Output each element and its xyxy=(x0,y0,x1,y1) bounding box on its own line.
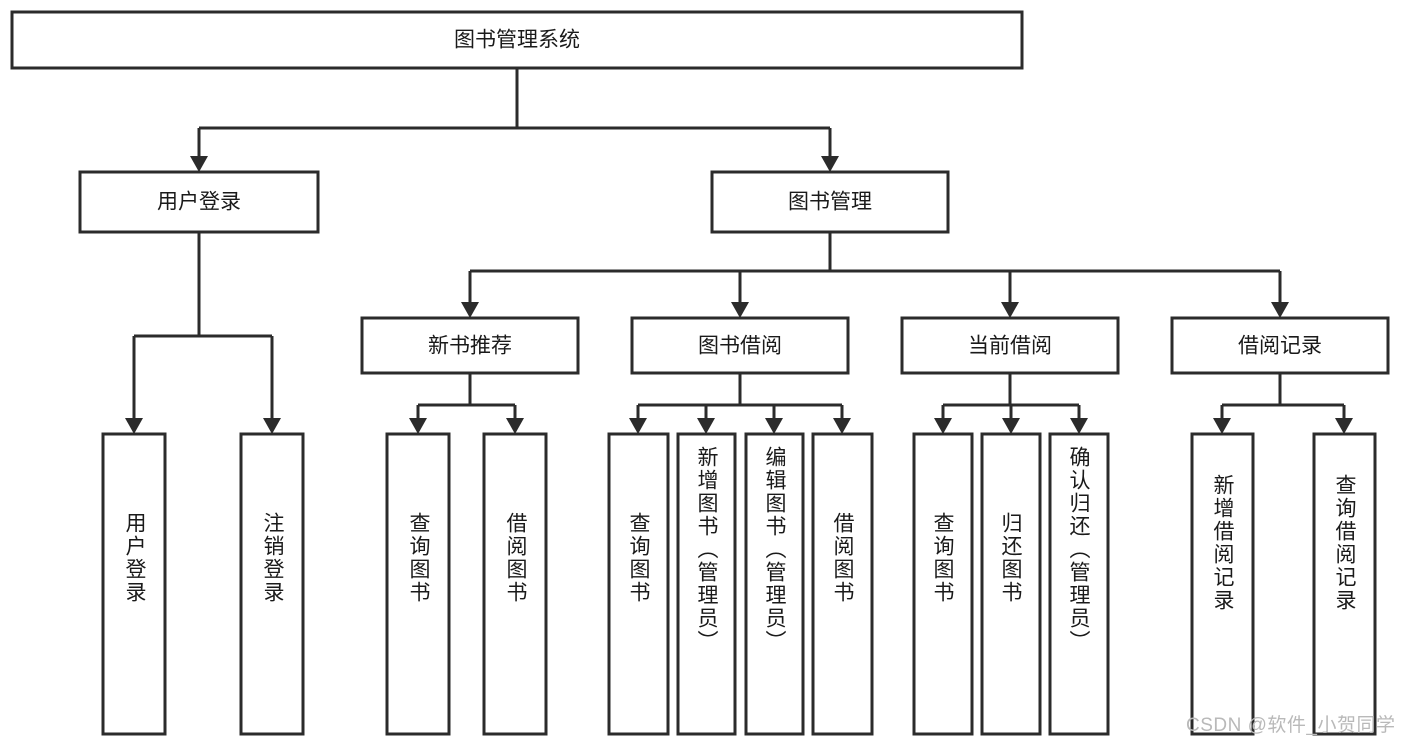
arrow-head-user-login xyxy=(190,156,208,172)
arrow-head-leaf-edit-book-admin xyxy=(765,418,783,434)
node-user-login-label: 用户登录 xyxy=(157,191,241,214)
leaf-user-login-box[interactable] xyxy=(101,432,167,736)
connector-group-book-borrow xyxy=(629,373,851,434)
leaf-query-borrow-record-box[interactable] xyxy=(1312,432,1377,736)
arrow-head-book-management xyxy=(821,156,839,172)
connector-group-user-login xyxy=(125,232,281,434)
node-root-box[interactable] xyxy=(10,10,1024,70)
arrow-head-leaf-borrow-book-rec xyxy=(506,418,524,434)
leaf-query-book-current-box[interactable] xyxy=(912,432,974,736)
leaf-confirm-return-admin-box[interactable] xyxy=(1048,432,1110,736)
node-book-management-label: 图书管理 xyxy=(788,191,872,214)
arrow-head-leaf-query-book-rec xyxy=(409,418,427,434)
arrow-head-leaf-query-book-borrow xyxy=(629,418,647,434)
node-book-management[interactable]: 图书管理 xyxy=(710,170,950,234)
arrow-head-borrow-record xyxy=(1271,302,1289,318)
arrow-head-leaf-add-borrow-record xyxy=(1213,418,1231,434)
arrow-head-current-borrow xyxy=(1001,302,1019,318)
connector-group-current-borrow xyxy=(934,373,1088,434)
node-borrow-record-label: 借阅记录 xyxy=(1238,335,1322,358)
arrow-head-leaf-user-login xyxy=(125,418,143,434)
arrow-head-leaf-query-borrow-record xyxy=(1335,418,1353,434)
leaf-return-book-box[interactable] xyxy=(980,432,1042,736)
node-borrow-record[interactable]: 借阅记录 xyxy=(1170,316,1390,375)
arrow-head-leaf-return-book xyxy=(1002,418,1020,434)
leaf-query-book-borrow-box[interactable] xyxy=(607,432,670,736)
node-user-login[interactable]: 用户登录 xyxy=(78,170,320,234)
arrow-head-leaf-borrow-book xyxy=(833,418,851,434)
csdn-watermark: CSDN @软件_小贺同学 xyxy=(1186,715,1396,736)
node-user-login-box[interactable] xyxy=(78,170,320,234)
node-book-borrow[interactable]: 图书借阅 xyxy=(630,316,850,375)
arrow-head-leaf-confirm-return-admin xyxy=(1070,418,1088,434)
leaf-logout-box[interactable] xyxy=(239,432,305,736)
arrow-head-leaf-query-book-current xyxy=(934,418,952,434)
node-book-management-box[interactable] xyxy=(710,170,950,234)
node-new-book-recommend-label: 新书推荐 xyxy=(428,335,512,358)
leaf-add-book-admin-box[interactable] xyxy=(676,432,737,736)
leaf-edit-book-admin-box[interactable] xyxy=(744,432,805,736)
node-new-book-recommend-box[interactable] xyxy=(360,316,580,375)
node-current-borrow-box[interactable] xyxy=(900,316,1120,375)
arrow-head-leaf-logout xyxy=(263,418,281,434)
connector-group-root xyxy=(190,68,839,172)
leaf-boxes xyxy=(101,432,1377,736)
node-book-borrow-label: 图书借阅 xyxy=(698,335,782,358)
leaf-borrow-book-rec-box[interactable] xyxy=(482,432,548,736)
connector-group-new-book-recommend xyxy=(409,373,524,434)
leaf-query-book-rec-box[interactable] xyxy=(385,432,451,736)
node-root[interactable]: 图书管理系统 xyxy=(10,10,1024,70)
connector-group-borrow-record xyxy=(1213,373,1353,434)
arrow-head-new-book-recommend xyxy=(461,302,479,318)
connector-group-book-management xyxy=(461,232,1289,318)
leaf-add-borrow-record-box[interactable] xyxy=(1190,432,1255,736)
arrow-head-book-borrow xyxy=(731,302,749,318)
node-current-borrow[interactable]: 当前借阅 xyxy=(900,316,1120,375)
node-root-label: 图书管理系统 xyxy=(454,29,580,52)
node-borrow-record-box[interactable] xyxy=(1170,316,1390,375)
node-current-borrow-label: 当前借阅 xyxy=(968,335,1052,358)
node-book-borrow-box[interactable] xyxy=(630,316,850,375)
arrow-head-leaf-add-book-admin xyxy=(697,418,715,434)
leaf-borrow-book-box[interactable] xyxy=(811,432,874,736)
node-new-book-recommend[interactable]: 新书推荐 xyxy=(360,316,580,375)
